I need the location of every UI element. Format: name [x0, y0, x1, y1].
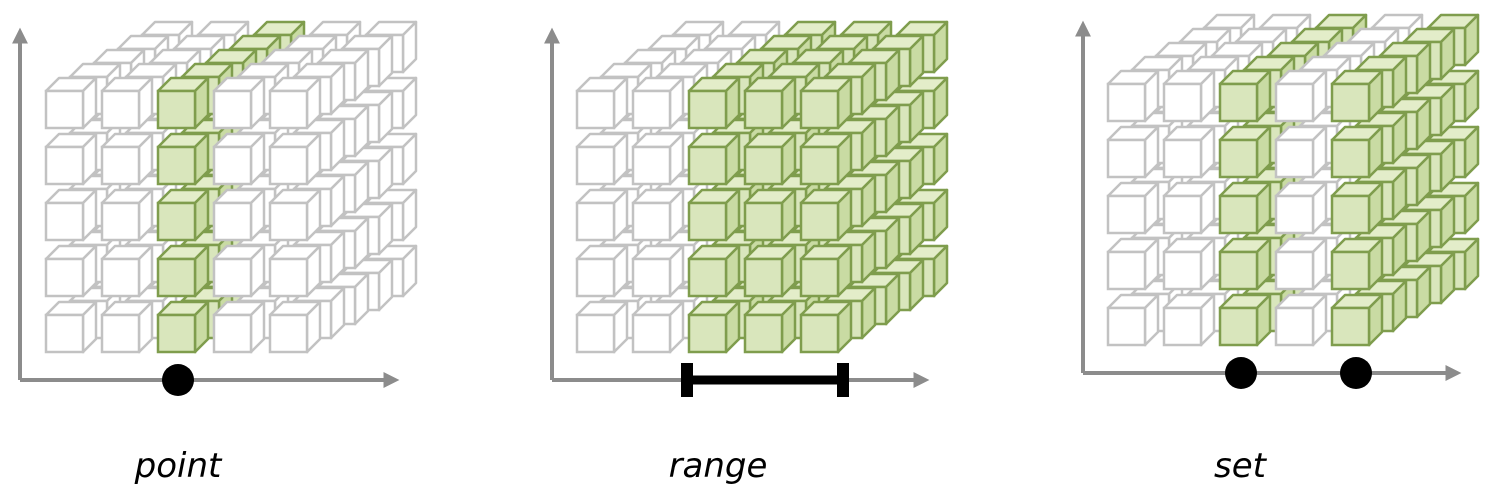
set-selector	[1225, 357, 1372, 389]
cube	[575, 76, 629, 130]
selected-cube	[156, 188, 210, 242]
cube	[1274, 125, 1328, 179]
selected-cube	[799, 188, 853, 242]
cube	[631, 244, 685, 298]
cube	[44, 76, 98, 130]
caption-range: range	[669, 446, 768, 486]
selected-cube	[1218, 125, 1272, 179]
cube-grid	[1106, 13, 1480, 347]
selected-cube	[799, 244, 853, 298]
cube	[100, 300, 154, 354]
cube	[44, 132, 98, 186]
axes	[12, 27, 400, 388]
cube	[1162, 125, 1216, 179]
cube	[100, 244, 154, 298]
cube-grid	[575, 20, 949, 354]
selected-cube	[156, 300, 210, 354]
selected-cube	[1218, 69, 1272, 123]
cube	[1274, 69, 1328, 123]
cube	[575, 132, 629, 186]
point-selector	[162, 364, 194, 396]
caption-set: set	[1214, 446, 1268, 486]
cube	[1274, 237, 1328, 291]
cube	[1274, 181, 1328, 235]
cube	[1162, 237, 1216, 291]
cube	[575, 244, 629, 298]
cube	[44, 244, 98, 298]
cube	[631, 76, 685, 130]
selected-cube	[1330, 237, 1384, 291]
selected-cube	[743, 244, 797, 298]
cube	[1162, 69, 1216, 123]
selected-cube	[1218, 181, 1272, 235]
cube	[268, 188, 322, 242]
range-start-cap	[681, 363, 693, 397]
selected-cube	[743, 76, 797, 130]
selected-cube	[1330, 69, 1384, 123]
selected-cube	[743, 188, 797, 242]
selected-cube	[156, 132, 210, 186]
selected-cube	[1330, 125, 1384, 179]
selected-cube	[687, 76, 741, 130]
cube	[44, 188, 98, 242]
axes	[1075, 20, 1462, 381]
point-marker	[162, 364, 194, 396]
cube	[575, 188, 629, 242]
cube	[100, 132, 154, 186]
cube	[1106, 237, 1160, 291]
cube	[1274, 293, 1328, 347]
selected-cube	[687, 300, 741, 354]
selected-cube	[1330, 293, 1384, 347]
set-marker	[1225, 357, 1257, 389]
cube	[1162, 181, 1216, 235]
cube	[631, 132, 685, 186]
panel-point: point	[12, 20, 418, 486]
cube	[631, 188, 685, 242]
range-end-cap	[837, 363, 849, 397]
cube	[212, 76, 266, 130]
selected-cube	[156, 244, 210, 298]
cube-grid	[44, 20, 418, 354]
cube	[1106, 125, 1160, 179]
selected-cube	[1218, 237, 1272, 291]
selected-cube	[687, 132, 741, 186]
cube	[1162, 293, 1216, 347]
cube	[212, 132, 266, 186]
cube	[1106, 69, 1160, 123]
range-selector	[681, 363, 849, 397]
cube	[268, 244, 322, 298]
selected-cube	[743, 300, 797, 354]
cube	[1106, 181, 1160, 235]
cube	[212, 244, 266, 298]
selected-cube	[156, 76, 210, 130]
set-marker	[1340, 357, 1372, 389]
cube	[44, 300, 98, 354]
selected-cube	[1218, 293, 1272, 347]
selected-cube	[687, 188, 741, 242]
cube	[575, 300, 629, 354]
panel-set: set	[1075, 13, 1480, 486]
selected-cube	[743, 132, 797, 186]
cube	[212, 188, 266, 242]
selected-cube	[1330, 181, 1384, 235]
selected-cube	[799, 132, 853, 186]
cube	[268, 76, 322, 130]
selected-cube	[687, 244, 741, 298]
cube	[100, 76, 154, 130]
cube	[212, 300, 266, 354]
cube	[268, 132, 322, 186]
panel-range: range	[544, 20, 949, 486]
cube	[631, 300, 685, 354]
selected-cube	[799, 76, 853, 130]
cube	[1106, 293, 1160, 347]
cube	[100, 188, 154, 242]
cube	[268, 300, 322, 354]
selected-cube	[799, 300, 853, 354]
caption-point: point	[134, 446, 223, 486]
